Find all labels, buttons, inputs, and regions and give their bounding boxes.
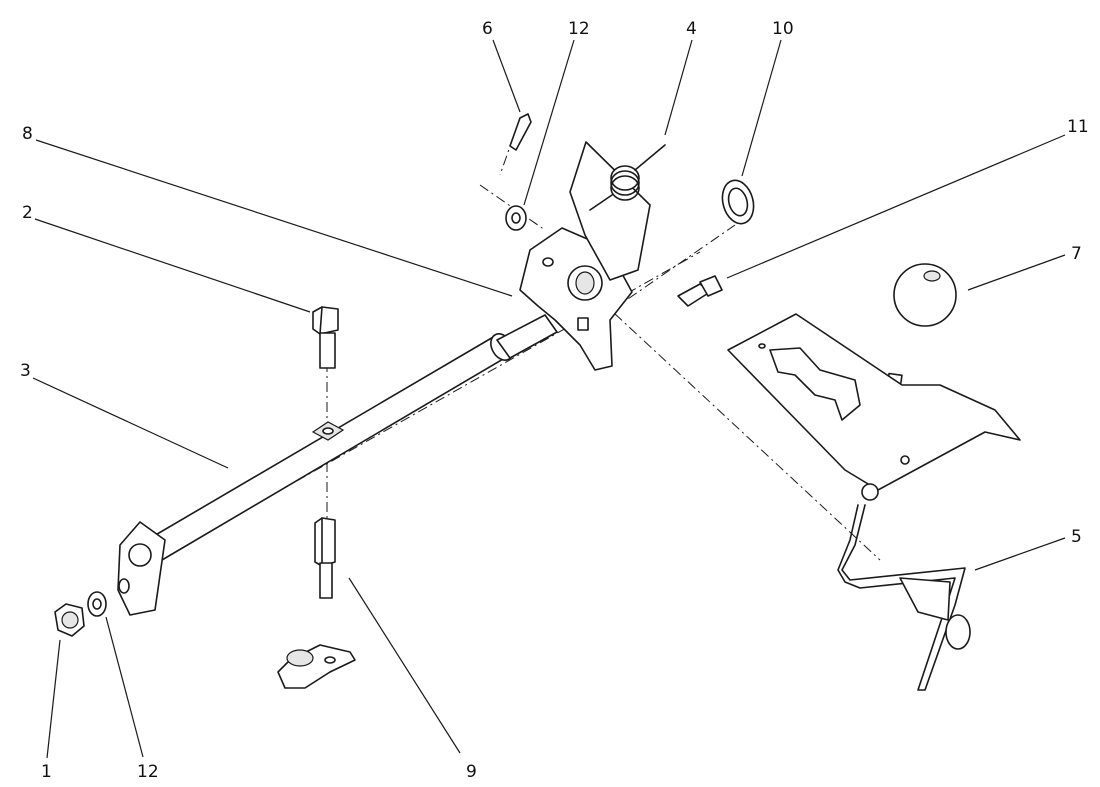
callout-6: 6 xyxy=(482,19,493,39)
callout-12-top: 12 xyxy=(568,19,590,39)
callout-11: 11 xyxy=(1067,117,1089,137)
callout-2: 2 xyxy=(22,203,33,223)
pin-6 xyxy=(509,113,532,151)
callout-12-bottom: 12 xyxy=(137,762,159,782)
callout-3: 3 xyxy=(20,361,31,381)
washer-10 xyxy=(721,179,755,225)
callout-4: 4 xyxy=(686,19,697,39)
spring-plate-4 xyxy=(569,141,666,281)
callout-9: 9 xyxy=(466,762,477,782)
bolt-2 xyxy=(312,306,339,369)
washer-12-top xyxy=(505,205,527,231)
callout-1: 1 xyxy=(41,762,52,782)
shift-plate-lever-5 xyxy=(727,313,1021,691)
link-bracket xyxy=(277,644,356,689)
nut-1 xyxy=(54,603,85,637)
callout-labels: 1 12 9 3 2 8 6 12 4 10 11 7 5 xyxy=(20,19,1089,782)
callout-7: 7 xyxy=(1071,244,1082,264)
shift-rod xyxy=(117,314,558,616)
callout-10: 10 xyxy=(772,19,794,39)
spacer-nut-9 xyxy=(314,517,336,599)
callout-8: 8 xyxy=(22,124,33,144)
bolt-11 xyxy=(677,275,723,307)
leader-lines xyxy=(32,39,1066,759)
callout-5: 5 xyxy=(1071,527,1082,547)
washer-12-bottom xyxy=(87,591,107,617)
